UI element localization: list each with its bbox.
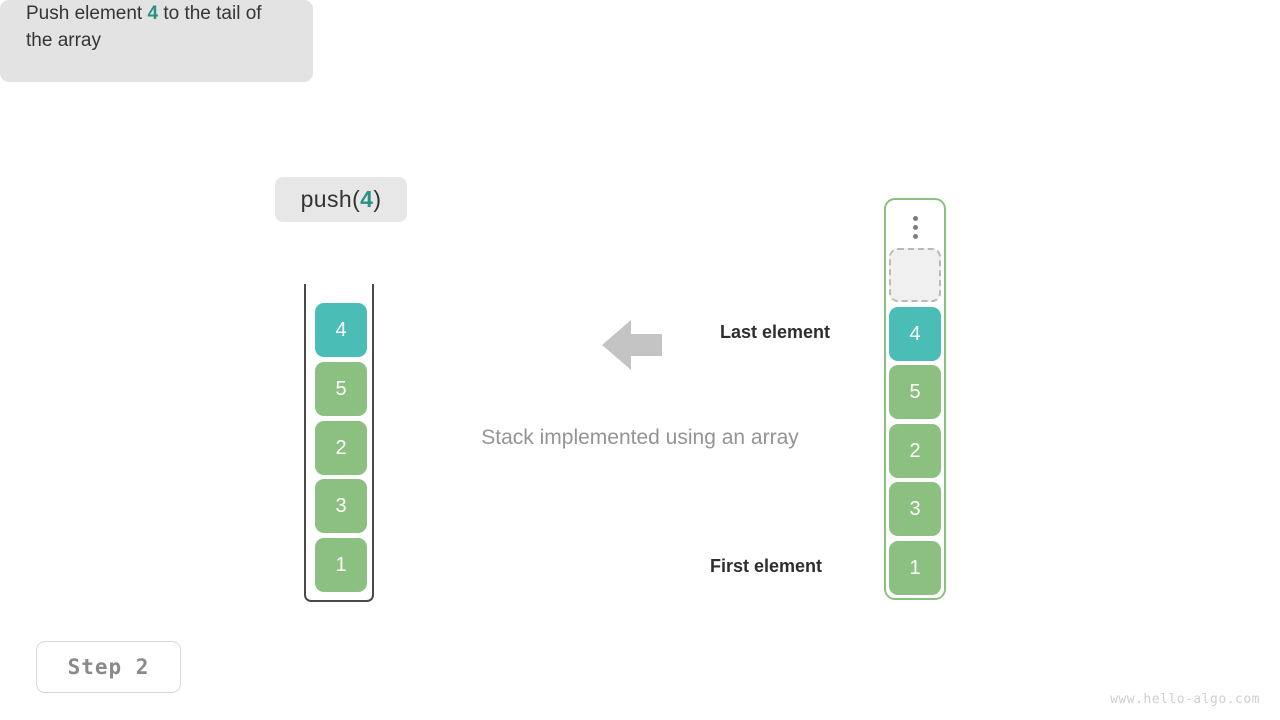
array-container: 4 5 2 3 1	[884, 198, 946, 600]
tooltip-accent-value: 4	[147, 3, 159, 24]
step-badge: Step 2	[36, 641, 181, 693]
stack-cell: 5	[315, 362, 367, 416]
watermark: www.hello-algo.com	[1110, 692, 1260, 707]
operation-label: push(4)	[275, 177, 407, 222]
diagram-caption: Stack implemented using an array	[481, 426, 799, 449]
array-cell-empty	[889, 248, 941, 302]
stack-container: 4 5 2 3 1	[304, 284, 374, 602]
operation-label-prefix: push(	[300, 186, 361, 212]
stack-cell: 3	[315, 479, 367, 533]
ellipsis-dot	[912, 215, 918, 221]
stack-cell: 1	[315, 538, 367, 592]
tooltip-text-before: Push element	[26, 3, 148, 24]
array-cell: 5	[889, 365, 941, 419]
tooltip-text-after: to the tail of the array	[26, 3, 262, 51]
stack-cell: 4	[315, 303, 367, 357]
array-cell: 4	[889, 307, 941, 361]
array-cell: 3	[889, 482, 941, 536]
first-element-label: First element	[710, 556, 823, 576]
array-cell: 2	[889, 424, 941, 478]
ellipsis-dot	[912, 224, 918, 230]
operation-label-value: 4	[360, 186, 374, 212]
ellipsis-dot	[912, 233, 918, 239]
stack-cell: 2	[315, 421, 367, 475]
left-arrow-icon	[602, 320, 662, 370]
vertical-ellipsis-icon	[886, 212, 944, 242]
last-element-label: Last element	[720, 322, 831, 342]
array-cell: 1	[889, 541, 941, 595]
tooltip-text: Push element 4 to the tail of the array	[26, 0, 287, 54]
tooltip: Push element 4 to the tail of the array	[0, 0, 313, 82]
operation-label-suffix: )	[373, 186, 382, 212]
